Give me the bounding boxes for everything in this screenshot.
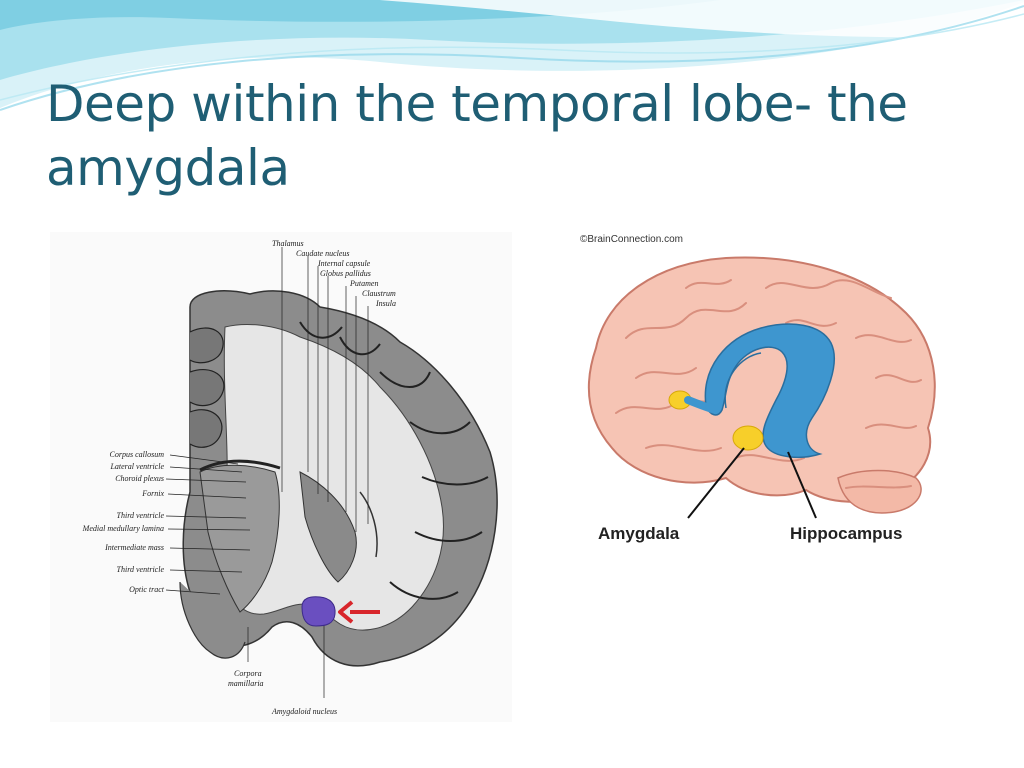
label-mamillaria: mamillaria <box>228 679 264 688</box>
amygdala-label: Amygdala <box>598 524 680 543</box>
label-internal-capsule: Internal capsule <box>317 259 371 268</box>
label-lateral-ventricle: Lateral ventricle <box>109 462 164 471</box>
coronal-brain-section-image: Thalamus Caudate nucleus Internal capsul… <box>50 232 512 722</box>
label-intermediate-mass: Intermediate mass <box>104 543 164 552</box>
label-corpora: Corpora <box>234 669 262 678</box>
label-thalamus: Thalamus <box>272 239 304 248</box>
label-third-ventricle-lower: Third ventricle <box>117 565 165 574</box>
lateral-brain-image: ©BrainConnection.com <box>576 228 940 548</box>
coronal-brain-illustration: Thalamus Caudate nucleus Internal capsul… <box>82 239 498 716</box>
header-wave-decoration <box>0 0 1024 111</box>
label-medial-medullary-lamina: Medial medullary lamina <box>82 524 164 533</box>
label-claustrum: Claustrum <box>362 289 396 298</box>
label-globus-pallidus: Globus pallidus <box>320 269 371 278</box>
label-choroid-plexus: Choroid plexus <box>115 474 164 483</box>
label-fornix: Fornix <box>141 489 164 498</box>
hippocampus-label: Hippocampus <box>790 524 902 543</box>
label-optic-tract: Optic tract <box>129 585 165 594</box>
label-third-ventricle: Third ventricle <box>117 511 165 520</box>
label-insula: Insula <box>375 299 396 308</box>
label-putamen: Putamen <box>349 279 378 288</box>
lateral-brain-illustration: ©BrainConnection.com <box>580 234 936 543</box>
copyright-text: ©BrainConnection.com <box>580 234 683 245</box>
label-caudate-nucleus: Caudate nucleus <box>296 249 350 258</box>
label-corpus-callosum: Corpus callosum <box>110 450 165 459</box>
label-amygdaloid-nucleus: Amygdaloid nucleus <box>271 707 337 716</box>
slide-title: Deep within the temporal lobe- the amygd… <box>46 75 908 197</box>
